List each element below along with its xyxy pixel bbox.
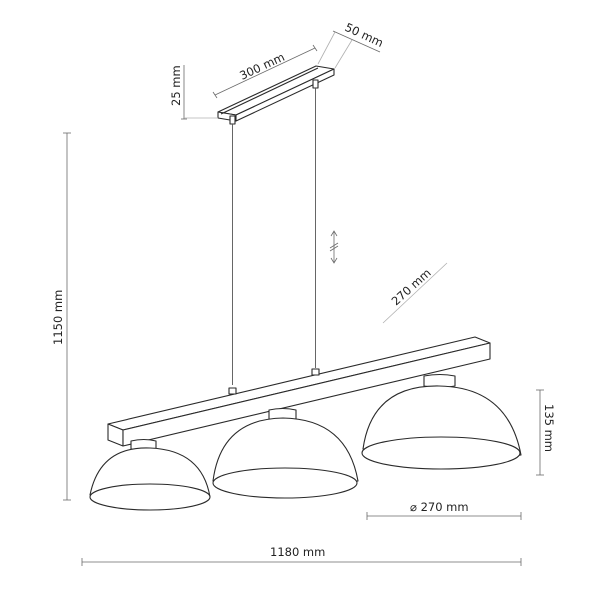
- svg-text:1150 mm: 1150 mm: [51, 290, 65, 345]
- shade-right: [361, 373, 522, 470]
- dimension-bar-depth: 270 mm: [382, 262, 448, 324]
- dimension-canopy-depth: 50 mm: [317, 20, 386, 69]
- dimension-total-height: 1150 mm: [51, 132, 71, 501]
- svg-text:300 mm: 300 mm: [237, 50, 286, 83]
- svg-text:⌀ 270 mm: ⌀ 270 mm: [410, 500, 469, 514]
- shade-left: [89, 438, 211, 511]
- lamp-bar: [107, 336, 491, 447]
- svg-text:1180 mm: 1180 mm: [270, 545, 325, 559]
- shade-middle: [212, 407, 359, 499]
- svg-text:135 mm: 135 mm: [542, 404, 556, 452]
- ceiling-canopy: [217, 65, 335, 125]
- dimension-total-width: 1180 mm: [81, 545, 522, 566]
- svg-text:25 mm: 25 mm: [169, 65, 183, 106]
- dimension-shade-diameter: ⌀ 270 mm: [366, 500, 522, 520]
- svg-text:270 mm: 270 mm: [389, 266, 434, 309]
- adjustable-height-icon: [329, 230, 339, 264]
- dimension-shade-height: 135 mm: [536, 389, 556, 476]
- dimension-canopy-height: 25 mm: [169, 65, 218, 120]
